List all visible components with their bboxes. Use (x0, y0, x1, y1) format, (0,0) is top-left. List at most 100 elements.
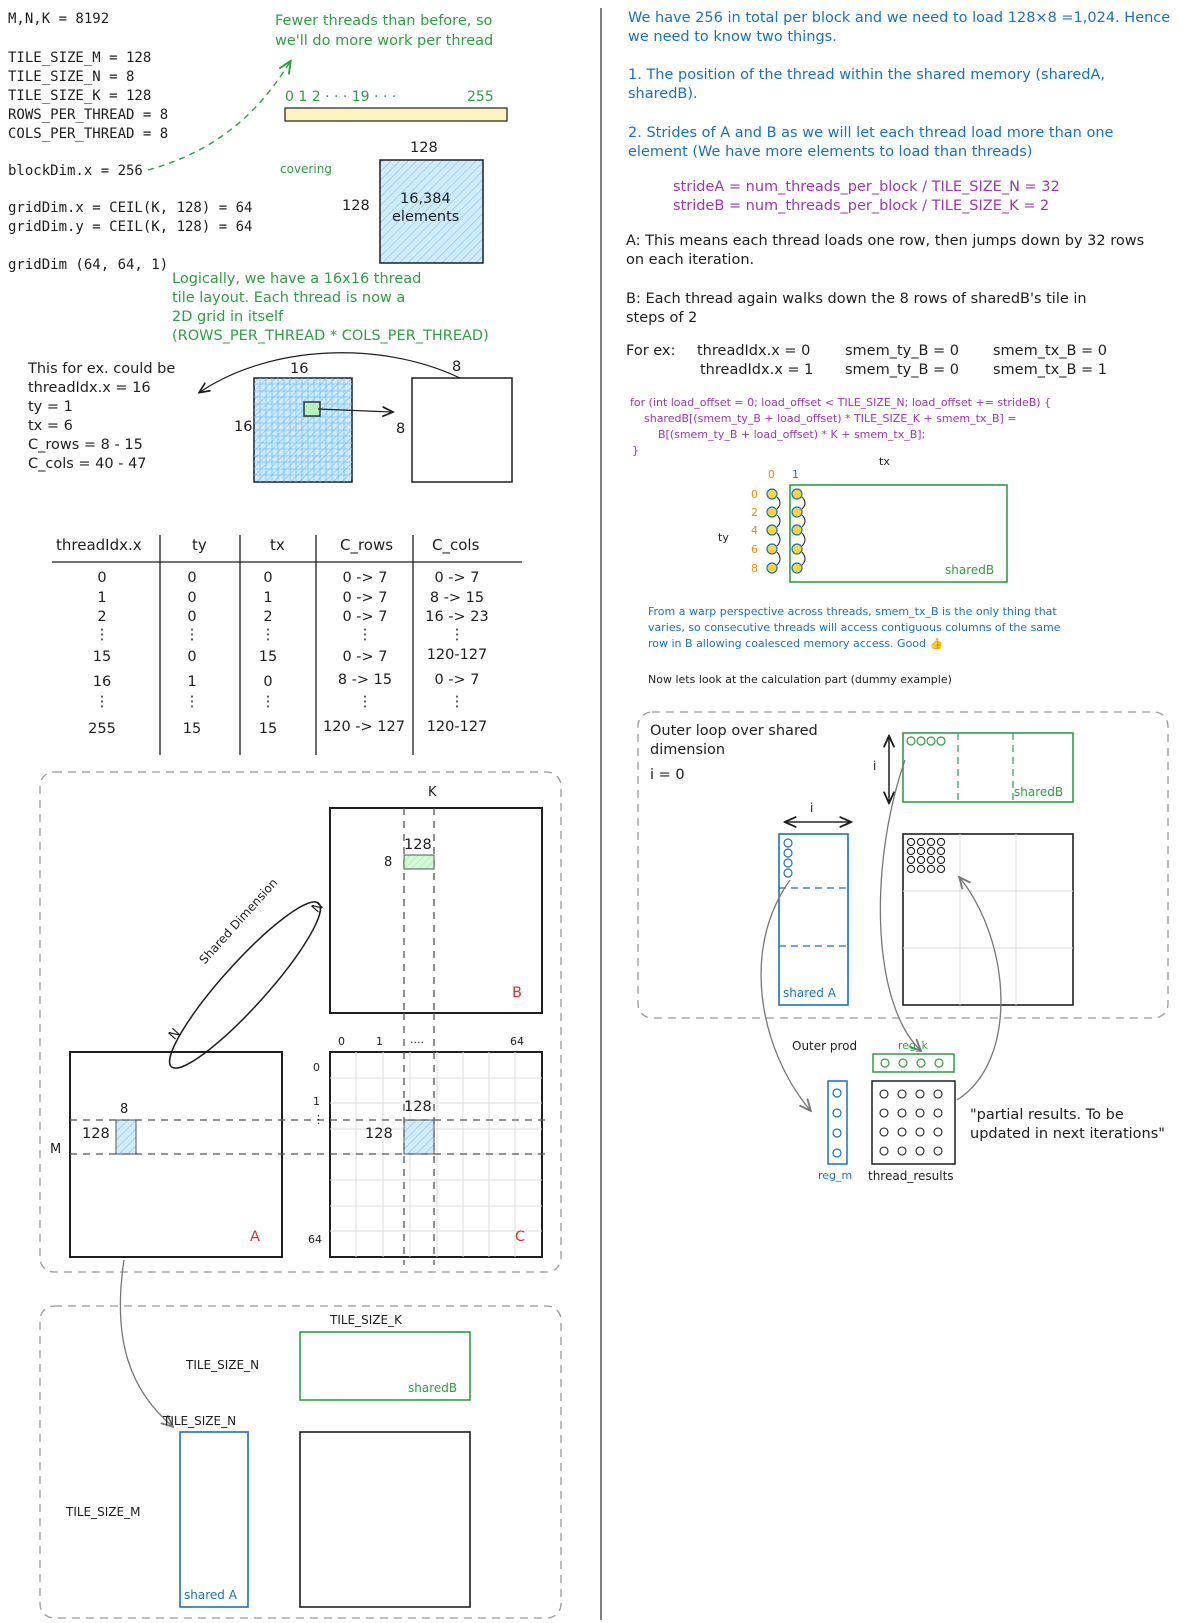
cell-c-rows: 0 -> 7 (342, 649, 388, 665)
thread-bar (284, 107, 508, 122)
example-line-4: tx = 6 (28, 418, 73, 434)
calc-shared-a (778, 833, 849, 1006)
label-b: B (512, 985, 522, 1001)
cell-tx: ⋮ (260, 694, 276, 710)
tx-value-0: 0 (768, 468, 775, 481)
outer-loop-2: dimension (650, 742, 726, 758)
point2-line-2: element (We have more elements to load t… (628, 144, 1033, 160)
mnk-param: M,N,K = 8192 (8, 11, 110, 27)
grid-dim-param: gridDim (64, 64, 1) (8, 257, 169, 273)
cell-ty: ⋮ (184, 627, 200, 643)
c-col-0: 0 (338, 1035, 345, 1048)
a-note-2: on each iteration. (626, 252, 755, 268)
reg-k-box (872, 1053, 955, 1073)
cell-c-cols: 16 -> 23 (425, 609, 489, 625)
outer-prod-label: Outer prod (792, 1039, 858, 1053)
intro-line-1: We have 256 in total per block and we ne… (628, 10, 1171, 26)
tile-k-param: TILE_SIZE_K = 128 (8, 88, 152, 104)
point1-line-1: 1. The position of the thread within the… (628, 67, 1105, 83)
cell-ty: 0 (187, 570, 197, 586)
i-vertical-label: i (873, 759, 877, 773)
example-r1-tx: smem_tx_B = 0 (993, 343, 1108, 359)
thread-results-label: thread_results (868, 1169, 954, 1183)
calc-grid (902, 833, 1074, 1006)
reg-k-label: reg_k (898, 1039, 928, 1052)
b-tile-128: 128 (404, 837, 432, 853)
cell-tx: ⋮ (260, 627, 276, 643)
cell-c-rows: ⋮ (357, 627, 373, 643)
reg-m-label: reg_m (818, 1169, 853, 1182)
grid-x-param: gridDim.x = CEIL(K, 128) = 64 (8, 200, 253, 216)
cell-tx: 2 (263, 609, 273, 625)
logical-note-3: 2D grid in itself (172, 309, 284, 325)
cell-threadidx: ⋮ (94, 627, 110, 643)
c-row-64: 64 (308, 1233, 322, 1246)
calc-shared-a-label: shared A (783, 986, 836, 1000)
reg-m-box (827, 1080, 848, 1165)
tile-n-label-b: TILE_SIZE_N (186, 1358, 260, 1372)
thread-to-box-arrow (317, 409, 392, 412)
logical-note-4: (ROWS_PER_THREAD * COLS_PER_THREAD) (172, 328, 489, 344)
warp-note-2: varies, so consecutive threads will acce… (648, 621, 1061, 634)
example-label: For ex: (626, 343, 676, 359)
cell-c-rows: ⋮ (357, 694, 373, 710)
tile-k-label: TILE_SIZE_K (330, 1313, 402, 1327)
cell-c-rows: 120 -> 127 (323, 719, 405, 735)
warp-note-1: From a warp perspective across threads, … (648, 605, 1057, 618)
box8-left-label: 8 (396, 421, 406, 437)
load-dots (766, 488, 806, 574)
tile-elements-1: 16,384 (400, 191, 451, 207)
calc-frame (637, 711, 1169, 1019)
partial-results-1: "partial results. To be (970, 1107, 1124, 1123)
rows-per-thread-param: ROWS_PER_THREAD = 8 (8, 107, 169, 123)
highlighted-thread (303, 401, 321, 417)
c-tile-128-top: 128 (404, 1099, 432, 1115)
cols-per-thread-param: COLS_PER_THREAD = 8 (8, 126, 169, 142)
example-line-3: ty = 1 (28, 399, 73, 415)
table-header-ty: ty (192, 536, 207, 554)
label-a: A (250, 1229, 260, 1245)
code-line-3: B[(smem_ty_B + load_offset) * K + smem_t… (630, 428, 926, 441)
logical-note-1: Logically, we have a 16x16 thread (172, 271, 422, 287)
a-tile (115, 1119, 137, 1155)
ty-value-2: 2 (751, 506, 758, 519)
cell-tx: 0 (263, 570, 273, 586)
shared-b-box (299, 1331, 471, 1401)
cell-c-cols: 0 -> 7 (434, 672, 480, 688)
cell-c-rows: 8 -> 15 (337, 672, 393, 688)
calc-shared-b-label: sharedB (1014, 785, 1064, 799)
m-label: M (50, 1142, 62, 1157)
label-c: C (515, 1229, 526, 1245)
b-tile-8: 8 (384, 855, 393, 870)
c-col-dots: .... (410, 1033, 424, 1046)
cell-threadidx: 255 (88, 721, 116, 737)
c-row-dots: ⋮ (313, 1113, 324, 1126)
cell-tx: 0 (263, 674, 273, 690)
stride-a: strideA = num_threads_per_block / TILE_S… (673, 179, 1060, 195)
cell-threadidx: 0 (97, 570, 107, 586)
cell-threadidx: 15 (92, 649, 112, 665)
a-to-shared-arrow (119, 1259, 172, 1426)
a-tile-128: 128 (82, 1126, 110, 1142)
a-note-1: A: This means each thread loads one row,… (626, 233, 1145, 249)
example-line-6: C_cols = 40 - 47 (28, 456, 147, 472)
outer-loop-1: Outer loop over shared (650, 723, 818, 739)
cell-threadidx: 16 (92, 674, 112, 690)
table-header-c-rows: C_rows (340, 536, 394, 554)
c-col-64: 64 (510, 1035, 524, 1048)
tile-elements-2: elements (392, 209, 460, 225)
cell-ty: 0 (187, 590, 197, 606)
cell-tx: 1 (263, 590, 273, 606)
code-line-4: } (632, 444, 639, 457)
tile-m-label: TILE_SIZE_M (66, 1505, 141, 1519)
c-col-1: 1 (376, 1035, 383, 1048)
tile-top-label: 128 (410, 140, 438, 156)
cell-c-cols: ⋮ (449, 627, 465, 643)
cell-c-cols: 8 -> 15 (429, 590, 485, 606)
table-header-c-cols: C_cols (432, 536, 480, 554)
a-tile-8: 8 (120, 1102, 129, 1117)
example-line-5: C_rows = 8 - 15 (28, 437, 143, 453)
block-dim-arrow (147, 62, 290, 171)
cell-ty: 0 (187, 649, 197, 665)
